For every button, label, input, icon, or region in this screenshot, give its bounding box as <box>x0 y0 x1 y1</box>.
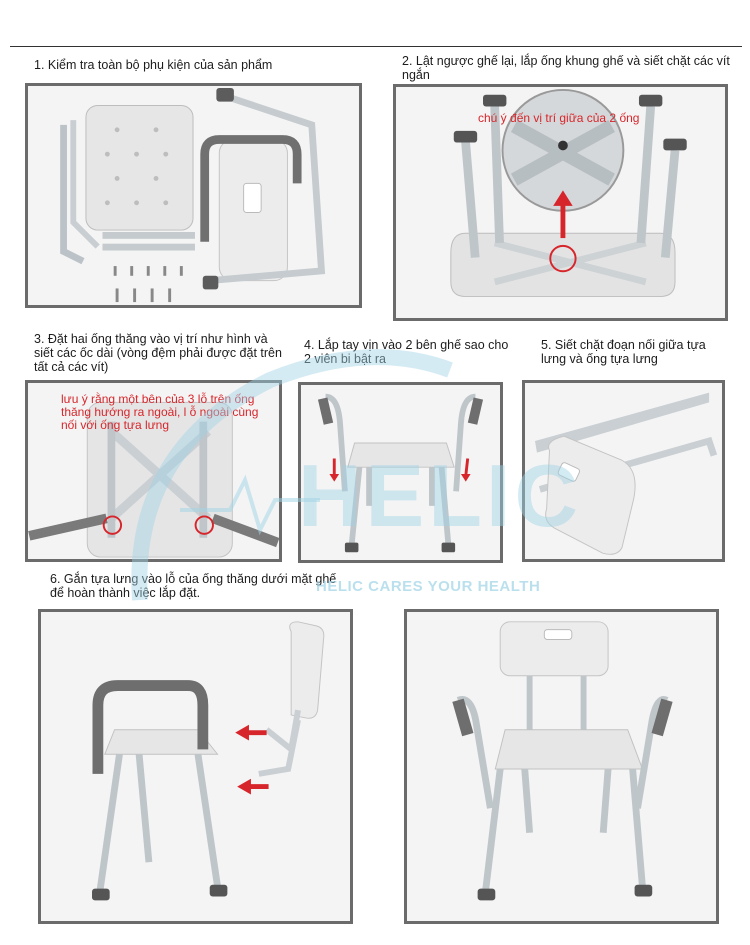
step-1-caption: 1. Kiểm tra toàn bộ phụ kiện của sản phẩ… <box>34 58 273 72</box>
step-5-caption: 5. Siết chặt đoạn nối giữa tựa lưng và ố… <box>541 338 706 366</box>
top-divider <box>10 46 742 47</box>
step-5-image <box>522 380 725 562</box>
flipped-seat-illustration <box>397 87 724 318</box>
step-3-image: lưu ý rằng một bên của 3 lỗ trên ống thă… <box>25 380 282 562</box>
step-6-image-right <box>404 609 719 924</box>
step-2-note: chú ý đến vị trí giữa của 2 ống <box>478 111 640 125</box>
step-4-caption: 4. Lắp tay vịn vào 2 bên ghế sao cho 2 v… <box>304 338 509 366</box>
backrest-tighten-illustration <box>525 383 722 559</box>
step-1-image <box>25 83 362 308</box>
step-6-image-left <box>38 609 353 924</box>
step-3-note: lưu ý rằng một bên của 3 lỗ trên ống thă… <box>61 392 259 432</box>
backrest-attach-illustration <box>41 612 350 921</box>
step-2-caption: 2. Lật ngược ghế lại, lắp ống khung ghế … <box>402 54 730 82</box>
armrest-install-illustration <box>301 385 500 560</box>
finished-chair-illustration <box>407 612 716 921</box>
step-2-image: chú ý đến vị trí giữa của 2 ống <box>393 84 728 321</box>
parts-illustration <box>29 86 358 305</box>
step-6-caption: 6. Gắn tựa lưng vào lỗ của ống thăng dướ… <box>50 572 337 600</box>
step-4-image <box>298 382 503 563</box>
step-3-caption: 3. Đặt hai ống thăng vào vị trí như hình… <box>34 332 282 374</box>
